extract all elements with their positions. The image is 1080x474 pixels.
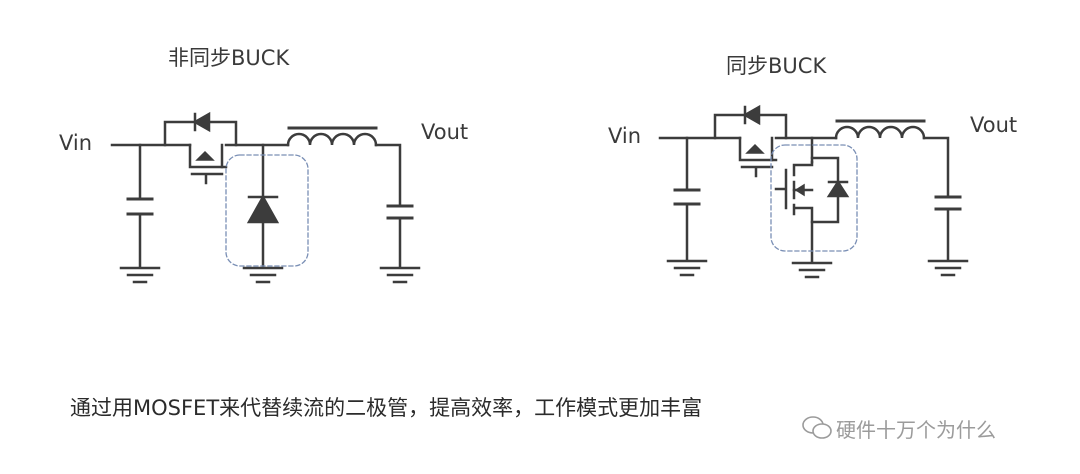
right-mosfet-gate — [740, 165, 774, 178]
left-diode-ground — [242, 266, 284, 284]
left-output-wire — [374, 143, 402, 269]
caption: 通过用MOSFET来代替续流的二极管，提高效率，工作模式更加丰富 — [70, 396, 703, 420]
right-low-ground — [791, 261, 833, 279]
right-highlight-box — [770, 144, 858, 252]
left-vout-label: Vout — [421, 120, 469, 144]
right-output-ground — [927, 259, 969, 277]
wechat-logo-icon — [802, 416, 832, 439]
left-body-diode-icon — [192, 111, 211, 133]
right-output-wire — [922, 136, 950, 262]
right-low-diode-wire — [810, 156, 840, 224]
right-output-cap-plates — [934, 195, 962, 211]
left-input-ground — [119, 266, 161, 284]
right-vout-label: Vout — [970, 113, 1018, 137]
right-input-ground — [666, 259, 708, 277]
right-schematic — [658, 104, 969, 279]
watermark-text: 硬件十万个为什么 — [836, 418, 996, 442]
right-low-mosfet-gate — [774, 168, 788, 210]
right-vin-label: Vin — [608, 124, 642, 148]
left-mosfet-gate — [190, 172, 224, 185]
left-freewheel-diode-icon — [246, 194, 280, 224]
left-mosfet-channel — [188, 143, 228, 169]
left-mosfet-arrow-icon — [195, 150, 215, 161]
right-body-diode-icon — [742, 104, 761, 126]
left-inductor — [286, 132, 378, 147]
right-input-cap-plates — [673, 188, 701, 206]
right-low-mosfet-body — [792, 160, 814, 264]
left-output-cap-plates — [386, 204, 414, 220]
left-schematic — [110, 111, 421, 284]
right-low-diode-icon — [826, 179, 850, 198]
left-input-cap-plates — [126, 197, 154, 216]
right-mosfet-channel — [738, 136, 778, 162]
right-title: 同步BUCK — [726, 54, 827, 78]
left-highlight-box — [225, 154, 309, 267]
right-mosfet-arrow-icon — [745, 143, 765, 154]
right-low-mosfet-arrow-icon — [794, 183, 805, 197]
left-title: 非同步BUCK — [168, 46, 290, 70]
right-inductor — [834, 125, 926, 140]
left-output-ground — [379, 266, 421, 284]
left-vin-label: Vin — [59, 131, 93, 155]
